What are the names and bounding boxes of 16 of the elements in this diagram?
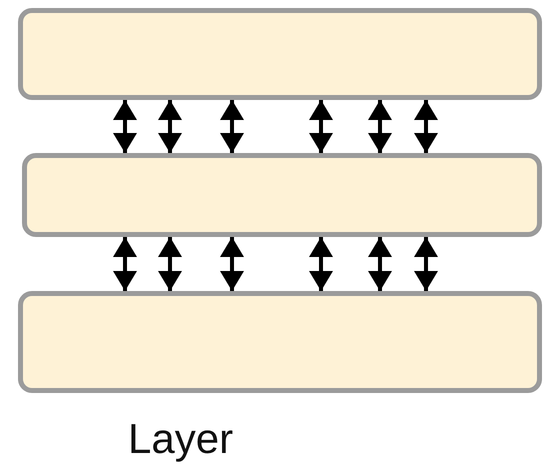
double-arrow bbox=[414, 237, 438, 291]
double-arrow bbox=[368, 100, 392, 153]
caption-text: Layer bbox=[128, 415, 234, 463]
double-arrow bbox=[113, 100, 137, 153]
layer-box bbox=[18, 291, 542, 393]
double-arrow bbox=[158, 237, 182, 291]
double-arrow bbox=[309, 100, 333, 153]
double-arrow bbox=[158, 100, 182, 153]
double-arrow bbox=[309, 237, 333, 291]
layer-box bbox=[22, 153, 542, 237]
double-arrow bbox=[368, 237, 392, 291]
double-arrow bbox=[220, 237, 244, 291]
double-arrow bbox=[220, 100, 244, 153]
layer-box bbox=[18, 8, 542, 100]
double-arrow bbox=[414, 100, 438, 153]
double-arrow bbox=[113, 237, 137, 291]
